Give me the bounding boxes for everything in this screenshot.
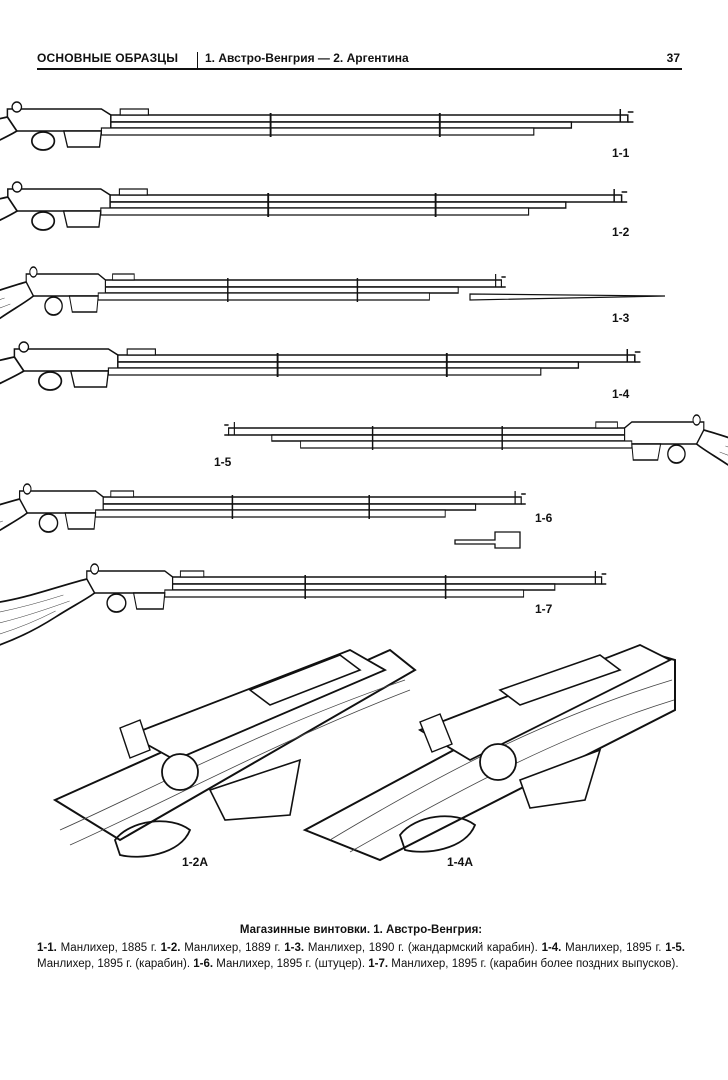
rifle-1-4 [0, 341, 642, 434]
caption-text: Манлихер, 1895 г. (штуцер). [213, 958, 369, 970]
caption-id: 1-2. [160, 941, 181, 954]
rifle-1-2 [0, 181, 629, 274]
figure-label: 1-6 [535, 511, 553, 525]
figure-label: 1-5 [214, 455, 232, 469]
running-header: ОСНОВНЫЕ ОБРАЗЦЫ 1. Австро-Венгрия — 2. … [37, 50, 682, 70]
figure-caption: Магазинные винтовки. 1. Австро-Венгрия: … [37, 922, 685, 973]
caption-text: Манлихер, 1890 г. (жандармский карабин). [304, 941, 542, 954]
figure-label: 1-7 [535, 602, 553, 616]
header-divider [197, 52, 198, 68]
detail-1-2A [52, 648, 417, 858]
rifle-1-5 [223, 414, 728, 507]
page-number: 37 [666, 51, 680, 65]
figure-label: 1-4A [447, 855, 473, 869]
figure-label: 1-2 [612, 225, 630, 239]
caption-id: 1-1. [37, 941, 57, 954]
rifle-1-1 [0, 101, 635, 194]
caption-id: 1-7. [368, 958, 389, 970]
detail-1-6 [454, 531, 521, 549]
chapter-title: 1. Австро-Венгрия — 2. Аргентина [205, 51, 409, 65]
figure-label: 1-2A [182, 855, 208, 869]
caption-id: 1-3. [284, 941, 305, 954]
section-title: ОСНОВНЫЕ ОБРАЗЦЫ [37, 51, 179, 65]
bayonet [469, 293, 666, 301]
caption-id: 1-6. [193, 958, 214, 970]
caption-text: Манлихер, 1889 г. [180, 941, 285, 954]
figure-label: 1-3 [612, 311, 630, 325]
caption-id: 1-5. [665, 941, 686, 954]
caption-id: 1-4. [541, 941, 562, 954]
caption-text: Манлихер, 1895 г. (карабин более поздних… [388, 958, 679, 970]
figure-label: 1-1 [612, 146, 630, 160]
caption-text: Манлихер, 1885 г. [56, 941, 161, 954]
header-rule [37, 68, 682, 70]
rifle-1-7 [0, 563, 608, 656]
caption-title: Магазинные винтовки. 1. Австро-Венгрия: [239, 924, 483, 936]
caption-text: Манлихер, 1895 г. (карабин). [37, 958, 194, 970]
rifle-1-3 [0, 266, 507, 359]
figure-label: 1-4 [612, 387, 630, 401]
caption-text: Манлихер, 1895 г. [561, 941, 666, 954]
rifle-1-6 [0, 483, 527, 576]
detail-1-4A [302, 644, 676, 862]
